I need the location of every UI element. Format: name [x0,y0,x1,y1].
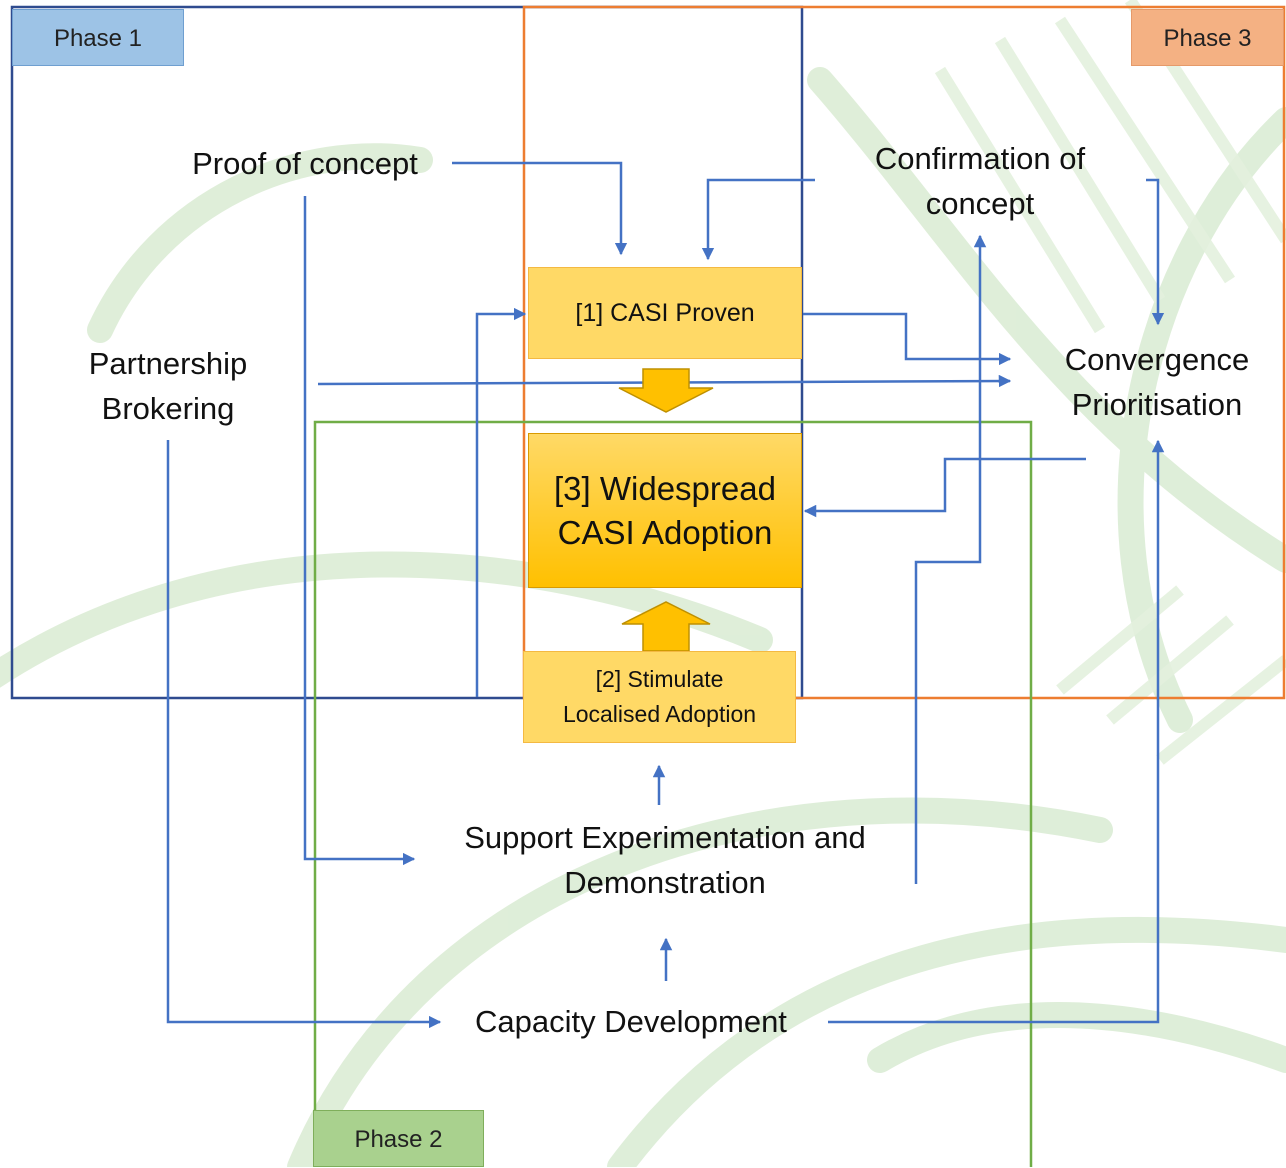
confirmation-line2: concept [925,186,1035,221]
confirmation-line1: Confirmation of [874,141,1086,176]
proof-of-concept-label: Proof of concept [192,146,418,181]
widespread-adoption-box: [3] Widespread CASI Adoption [528,433,802,588]
partnership-brokering-label: Partnership Brokering [60,341,276,431]
partnership-line1: Partnership [88,346,248,381]
convergence-line1: Convergence [1064,342,1250,377]
convergence-prioritisation-label: Convergence Prioritisation [1040,337,1274,427]
support-line2: Demonstration [564,865,766,900]
casi-proven-label: [1] CASI Proven [575,298,755,327]
support-line1: Support Experimentation and [464,820,866,855]
stimulate-adoption-box: [2] Stimulate Localised Adoption [523,651,796,743]
convergence-line2: Prioritisation [1071,387,1243,422]
stimulate-line2: Localised Adoption [562,701,757,727]
support-experimentation-label: Support Experimentation and Demonstratio… [430,815,900,905]
stimulate-line1: [2] Stimulate [595,666,724,692]
phase2-tag: Phase 2 [313,1110,484,1167]
casi-proven-box: [1] CASI Proven [528,267,802,359]
phase3-tag: Phase 3 [1131,9,1284,66]
capacity-development-label: Capacity Development [475,1004,787,1039]
widespread-line2: CASI Adoption [557,513,773,551]
partnership-line2: Brokering [101,391,235,426]
widespread-line1: [3] Widespread [554,469,776,507]
phase1-tag: Phase 1 [12,9,184,66]
confirmation-of-concept-label: Confirmation of concept [840,136,1120,226]
